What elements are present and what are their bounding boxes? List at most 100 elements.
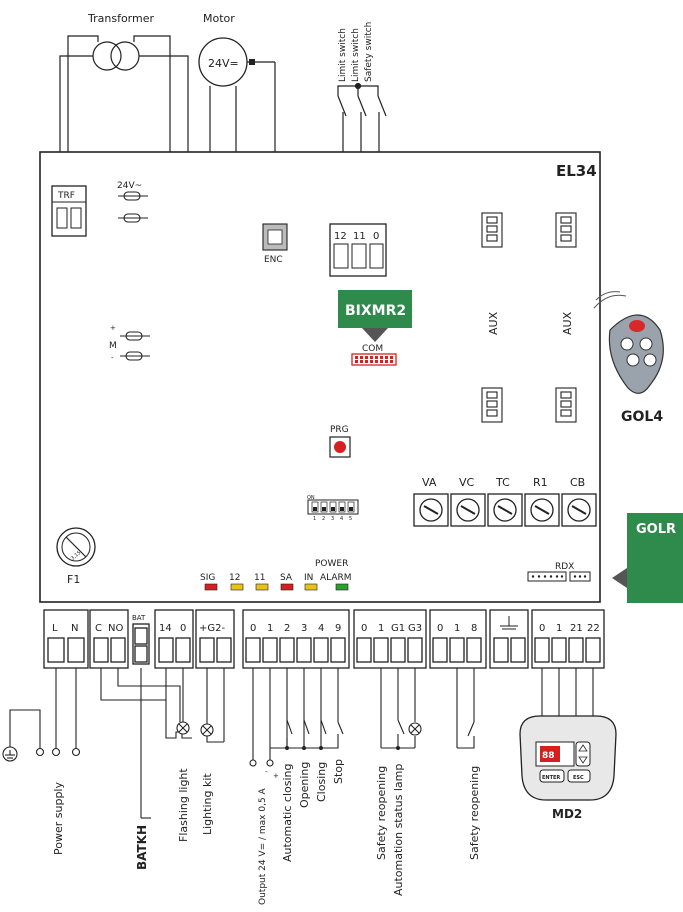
limit-switch-2-label: Limit switch [351,28,361,82]
ac-label: 24V~ [117,181,142,191]
led-12 [230,583,244,591]
aux-connectors [481,212,577,423]
trf-connector [51,185,87,237]
closing-label: Closing [315,762,328,802]
term-n: N [71,623,78,634]
com-label: COM [362,344,383,354]
led-sa [280,583,294,591]
trimmer-label-va: VA [422,476,437,489]
board-name: EL34 [556,162,597,180]
term-md-0: 0 [539,623,545,634]
term-out-0: 0 [250,623,256,634]
term-md-1: 1 [556,623,562,634]
output-label: Output 24 V= / max 0,5 A [258,787,268,905]
gol4-label: GOL4 [621,409,663,425]
lamp-icons [176,721,422,737]
bixmr2-module [338,290,412,328]
term-bat: BAT [132,614,146,622]
term-sr2-1: 1 [454,623,460,634]
md2-label: MD2 [552,807,582,821]
dip-number-4: 4 [340,516,343,522]
dip-number-2: 2 [322,516,325,522]
antenna-icon [500,616,518,630]
aux-label-1: AUX [487,311,500,335]
prg-button[interactable] [329,436,351,458]
trimmer-label-r1: R1 [533,476,548,489]
term-sr2-8: 8 [471,623,477,634]
trf-label: TRF [57,191,75,201]
md2-device-icon [519,715,617,801]
trimmer-label-tc: TC [495,476,510,489]
term-out-9: 9 [335,623,341,634]
term-out-3: 3 [301,623,307,634]
motor-plus: + [110,324,116,332]
term-md-22: 22 [587,623,600,634]
rdx-connector [527,571,591,582]
led-label-alarm: ALARM [320,573,352,583]
trimmers: VA VC TC R1 CB [422,476,585,489]
batkh-label: BATKH [135,825,149,870]
led-label-12: 12 [229,573,240,583]
limit-terminal-11: 11 [353,231,366,242]
lighting-kit-label: Lighting kit [201,773,214,835]
trimmer-va[interactable] [413,493,449,527]
trimmer-cb[interactable] [561,493,597,527]
led-label-11: 11 [254,573,265,583]
fuse-icon [56,527,96,567]
trimmer-r1[interactable] [524,493,560,527]
term-0a: 0 [180,623,186,634]
motor-label: Motor [203,12,235,25]
dip-number-1: 1 [313,516,316,522]
term-g2: +G2- [199,623,225,634]
term-g1: G1 [391,623,405,634]
trimmer-label-cb: CB [570,476,585,489]
terminal-labels: L N C NO BAT 14 0 +G2- 0 1 2 3 4 9 0 1 G… [52,614,600,634]
limit-switch-1-label: Limit switch [338,28,348,82]
term-out-2: 2 [284,623,290,634]
transformer-label: Transformer [87,12,154,25]
dip-switch[interactable] [307,499,359,515]
stop-label: Stop [332,759,345,784]
fuse-rating: 3,15 [70,550,82,562]
gol4-remote-icon [593,291,664,394]
term-14: 14 [159,623,172,634]
trimmer-tc[interactable] [487,493,523,527]
motor-m-label: M [109,341,117,351]
bixmr2-label: BIXMR2 [345,303,406,319]
term-no: NO [108,623,123,634]
automation-status-lamp-label: Automation status lamp [392,764,405,896]
golr-module [612,513,683,603]
automatic-closing-label: Automatic closing [281,764,294,862]
term-c: C [95,623,102,634]
led-11 [255,583,269,591]
term-g3: G3 [408,623,422,634]
term-out-4: 4 [318,623,324,634]
status-leds-labels: SIG 12 11 SA IN ALARM [200,573,352,583]
enc-label: ENC [264,255,283,265]
output-minus: - [265,768,268,776]
md2-display: 88 [542,751,555,761]
trimmer-vc[interactable] [450,493,486,527]
safety-reopening-label-1: Safety reopening [375,766,388,860]
term-out-1: 1 [267,623,273,634]
com-connector [351,353,397,366]
motor-voltage: 24V= [208,57,239,70]
md2-esc-button: ESC [573,775,584,781]
bottom-wiring [9,668,594,818]
led-power [335,583,349,591]
motor-minus: - [111,354,114,362]
term-sr-1: 1 [378,623,384,634]
golr-label: GOLR [636,522,676,537]
prg-label: PRG [330,425,349,435]
led-label-sig: SIG [200,573,215,583]
term-sr-0: 0 [361,623,367,634]
rdx-label: RDX [555,562,574,572]
bixmr2-arrow-icon [362,328,388,342]
limit-terminal-0: 0 [373,231,379,242]
safety-reopening-label-2: Safety reopening [468,766,481,860]
dip-number-5: 5 [349,516,352,522]
wire-nodes [35,747,274,767]
term-md-21: 21 [570,623,583,634]
opening-label: Opening [298,762,311,808]
